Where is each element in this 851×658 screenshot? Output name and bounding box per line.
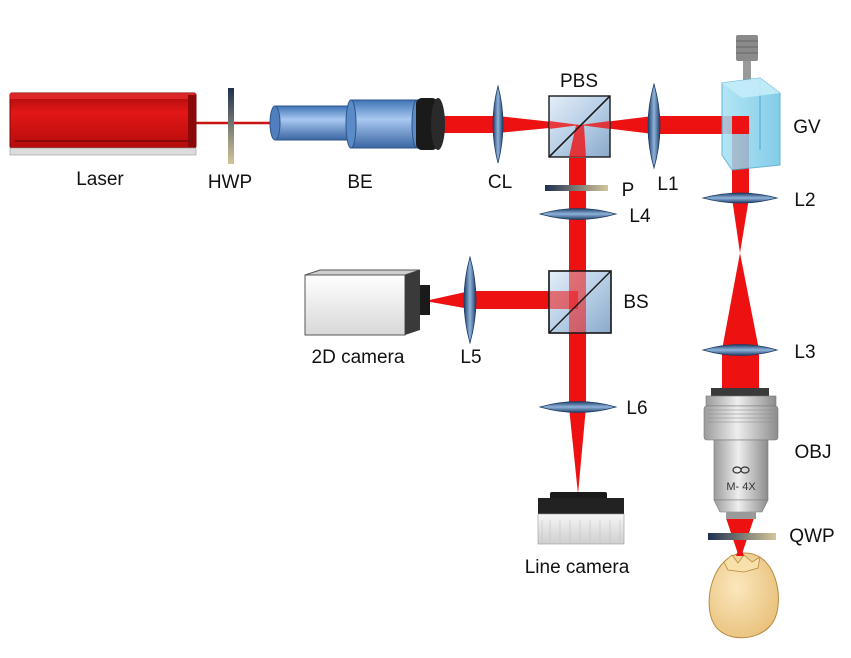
objective-marking: M- 4X — [726, 481, 756, 493]
label-l5: L5 — [460, 347, 481, 368]
lens-l4 — [538, 208, 618, 220]
label-pbs: PBS — [560, 71, 598, 92]
beam-l5-to-camera — [425, 291, 470, 309]
lens-l6 — [538, 401, 618, 413]
label-cl: CL — [488, 172, 512, 193]
label-p: P — [622, 180, 635, 201]
beam-l6-to-linecam — [569, 407, 586, 494]
label-l6: L6 — [626, 398, 647, 419]
polarizer — [545, 185, 608, 191]
beam-galvo-corner — [732, 116, 749, 134]
label-2d-camera: 2D camera — [312, 347, 405, 368]
beam-expander — [269, 98, 445, 150]
beam-bs-to-l5 — [470, 291, 550, 309]
objective-lens — [703, 388, 779, 519]
beam-focus-l3 — [722, 253, 759, 350]
label-qwp: QWP — [789, 526, 834, 547]
label-line-camera: Line camera — [525, 557, 630, 578]
beam-l4-to-bs — [569, 214, 586, 271]
beam-bs-to-l6 — [569, 333, 586, 407]
quarter-wave-plate — [708, 533, 776, 540]
label-laser: Laser — [76, 169, 124, 190]
lens-l2 — [701, 192, 779, 204]
label-l1: L1 — [657, 174, 678, 195]
label-gv: GV — [793, 117, 821, 138]
label-bs: BS — [623, 292, 648, 313]
beam-paths — [195, 116, 759, 560]
beam-be-to-cl — [440, 116, 498, 133]
lens-l1 — [647, 82, 661, 170]
pbs-diagonal — [548, 95, 611, 158]
cylindrical-lens — [492, 84, 504, 164]
label-obj: OBJ — [795, 442, 832, 463]
line-camera — [537, 492, 625, 545]
label-be: BE — [347, 172, 372, 193]
label-l3: L3 — [794, 342, 815, 363]
beam-pbs-to-l1 — [580, 116, 653, 134]
beam-inside-bs-h — [549, 291, 578, 309]
galvo-scanner — [721, 35, 781, 171]
label-l4: L4 — [629, 206, 651, 227]
beam-inside-pbs-down — [569, 125, 586, 157]
beam-inside-pbs-right — [580, 121, 610, 129]
label-hwp: HWP — [208, 172, 252, 193]
half-wave-plate — [228, 88, 234, 164]
bs-diagonal — [548, 270, 612, 334]
beam-l3-to-obj — [722, 350, 759, 390]
lens-l5 — [463, 255, 477, 345]
laser-head — [9, 92, 197, 156]
beam-cl-to-pbs — [498, 116, 580, 133]
lens-l3 — [701, 344, 779, 356]
camera-2d — [304, 269, 430, 336]
beam-l2-focus — [732, 198, 749, 253]
label-l2: L2 — [794, 190, 815, 211]
egg-sample — [708, 545, 779, 639]
bs-outline — [548, 270, 612, 334]
beam-inside-pbs — [549, 121, 580, 129]
